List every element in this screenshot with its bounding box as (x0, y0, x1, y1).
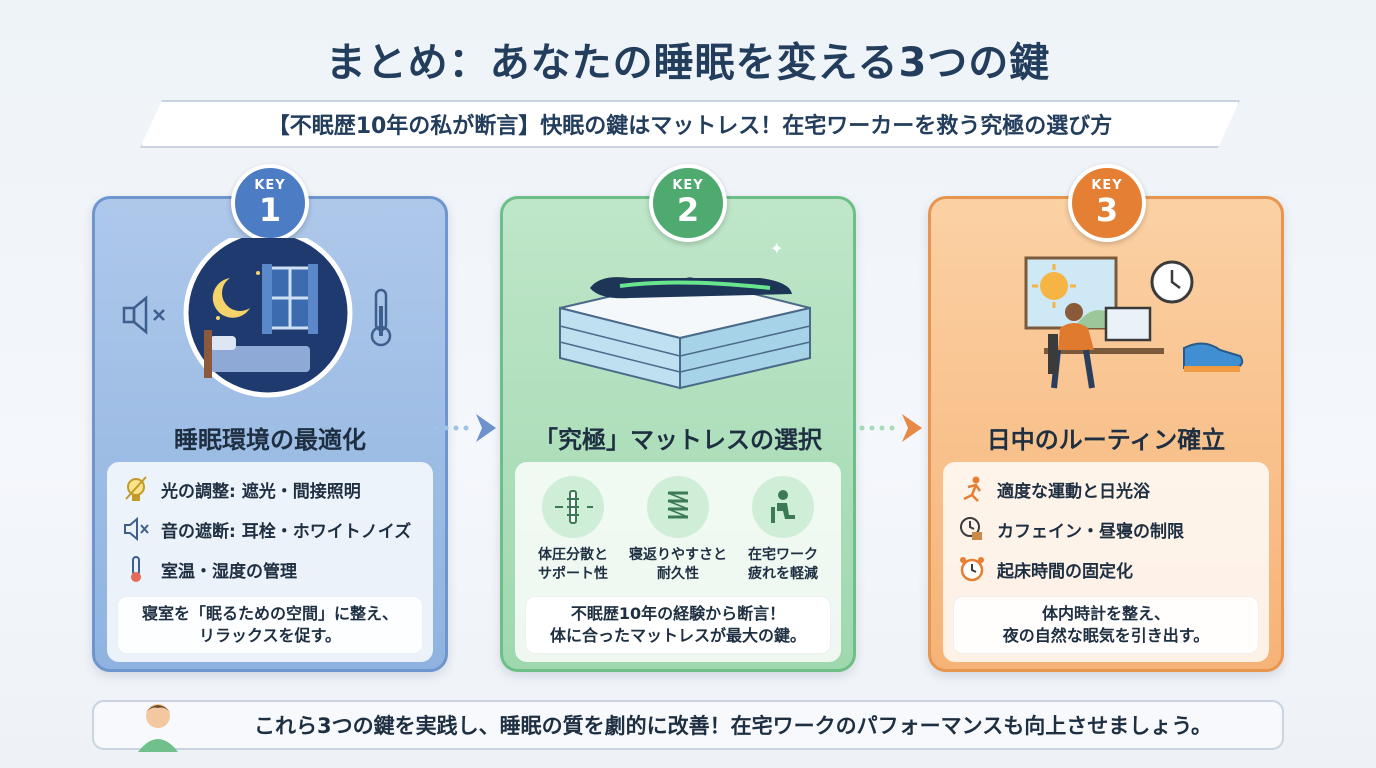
spring-icon (647, 476, 709, 538)
page-title: まとめ：あなたの睡眠を変える3つの鍵 (325, 40, 1051, 86)
key2-feature-work: 在宅ワーク 疲れを軽減 (733, 476, 833, 584)
key1-badge: KEY 1 (231, 164, 309, 242)
footer-banner: これら3つの鍵を実践し、睡眠の質を劇的に改善！在宅ワークのパフォーマンスも向上さ… (92, 700, 1284, 750)
mute-icon (121, 514, 151, 544)
footer-text: これら3つの鍵を実践し、睡眠の質を劇的に改善！在宅ワークのパフォーマンスも向上さ… (254, 714, 1212, 738)
bedroom-illustration (122, 238, 392, 398)
person-sitting-icon (752, 476, 814, 538)
key2-badge: KEY 2 (649, 164, 727, 242)
key2-note-line1: 不眠歴10年の経験から断言！ (570, 604, 786, 623)
key2-feature-work-line2: 疲れを軽減 (748, 566, 818, 582)
subtitle-text: 【不眠歴10年の私が断言】快眠の鍵はマットレス！在宅ワーカーを救う究極の選び方 (267, 114, 1113, 139)
key2-feature-turn: 寝返りやすさと 耐久性 (628, 476, 728, 584)
key2-label: KEY (672, 178, 704, 193)
thermometer-icon (370, 288, 392, 347)
key3-title: 日中のルーティン確立 (986, 426, 1226, 454)
arrow-right-icon (859, 414, 922, 442)
key1-panel: 光の調整: 遮光・間接照明 音の遮断: 耳栓・ホワイトノイズ 室温・湿度の管理 … (107, 462, 433, 662)
key3-number: 3 (1095, 191, 1119, 229)
key3-panel: 適度な運動と日光浴 カフェイン・昼寝の制限 起床時間の固定化 体内時計を整え、 … (943, 462, 1269, 662)
key2-note-line2: 体に合ったマットレスが最大の鍵。 (549, 626, 806, 645)
key3-note-line2: 夜の自然な眠気を引き出す。 (1002, 626, 1210, 645)
key3-item-exercise: 適度な運動と日光浴 (957, 474, 1150, 504)
key1-item-sound: 音の遮断: 耳栓・ホワイトノイズ (121, 514, 411, 544)
key1-item-light-text: 光の調整: 遮光・間接照明 (161, 481, 361, 502)
shoe-icon (1183, 342, 1244, 372)
clock-icon (1150, 260, 1194, 304)
key2-feature-turn-line2: 耐久性 (657, 566, 699, 582)
key1-item-sound-text: 音の遮断: 耳栓・ホワイトノイズ (161, 521, 412, 542)
key3-item-caffeine: カフェイン・昼寝の制限 (957, 514, 1184, 544)
key2-panel: 体圧分散と サポート性 寝返りやすさと 耐久性 在宅ワーク 疲れを軽減 不眠歴1… (515, 462, 841, 662)
subtitle-banner: 【不眠歴10年の私が断言】快眠の鍵はマットレス！在宅ワーカーを救う究極の選び方 (140, 100, 1240, 148)
key3-item-wakeup: 起床時間の固定化 (957, 554, 1133, 584)
key3-note: 体内時計を整え、 夜の自然な眠気を引き出す。 (953, 596, 1259, 654)
key1-number: 1 (258, 191, 282, 229)
key1-item-temp: 室温・湿度の管理 (121, 554, 297, 584)
key1-note: 寝室を「眠るための空間」に整え、 リラックスを促す。 (117, 596, 423, 654)
key1-note-line2: リラックスを促す。 (199, 626, 341, 645)
key3-item-wakeup-text: 起床時間の固定化 (997, 561, 1133, 582)
key1-title: 睡眠環境の最適化 (174, 426, 366, 454)
svg-text:✦: ✦ (770, 239, 783, 258)
key2-number: 2 (676, 191, 700, 229)
key2-feature-pressure-line2: サポート性 (538, 566, 608, 582)
key2-title: 「究極」マットレスの選択 (534, 426, 822, 454)
key2-feature-work-line1: 在宅ワーク (748, 547, 818, 563)
key1-item-light: 光の調整: 遮光・間接照明 (121, 474, 361, 504)
key1-label: KEY (254, 178, 286, 193)
key3-item-exercise-text: 適度な運動と日光浴 (997, 481, 1150, 502)
key1-note-line1: 寝室を「眠るための空間」に整え、 (141, 604, 398, 623)
key2-feature-pressure: 体圧分散と サポート性 (523, 476, 623, 584)
alarm-clock-icon (957, 554, 987, 584)
key3-note-line1: 体内時計を整え、 (1041, 604, 1170, 623)
sun-icon (1032, 264, 1076, 308)
coffee-clock-icon (957, 514, 987, 544)
moon-icon (212, 278, 250, 318)
arrow-right-icon (433, 414, 496, 442)
mattress-illustration: ✦ (559, 239, 811, 390)
mute-speaker-icon (122, 295, 165, 335)
spine-icon (542, 476, 604, 538)
key2-feature-turn-line1: 寝返りやすさと (629, 547, 727, 563)
key3-item-caffeine-text: カフェイン・昼寝の制限 (997, 521, 1184, 542)
person-avatar-icon (138, 704, 178, 752)
key2-feature-pressure-line1: 体圧分散と (538, 547, 608, 563)
key3-label: KEY (1091, 178, 1123, 193)
running-icon (957, 474, 987, 504)
thermometer-icon (121, 554, 151, 584)
key2-note: 不眠歴10年の経験から断言！ 体に合ったマットレスが最大の鍵。 (525, 596, 831, 654)
lightbulb-icon (121, 474, 151, 504)
key1-item-temp-text: 室温・湿度の管理 (161, 561, 297, 582)
key3-badge: KEY 3 (1068, 164, 1146, 242)
desk-work-illustration (1024, 256, 1244, 389)
